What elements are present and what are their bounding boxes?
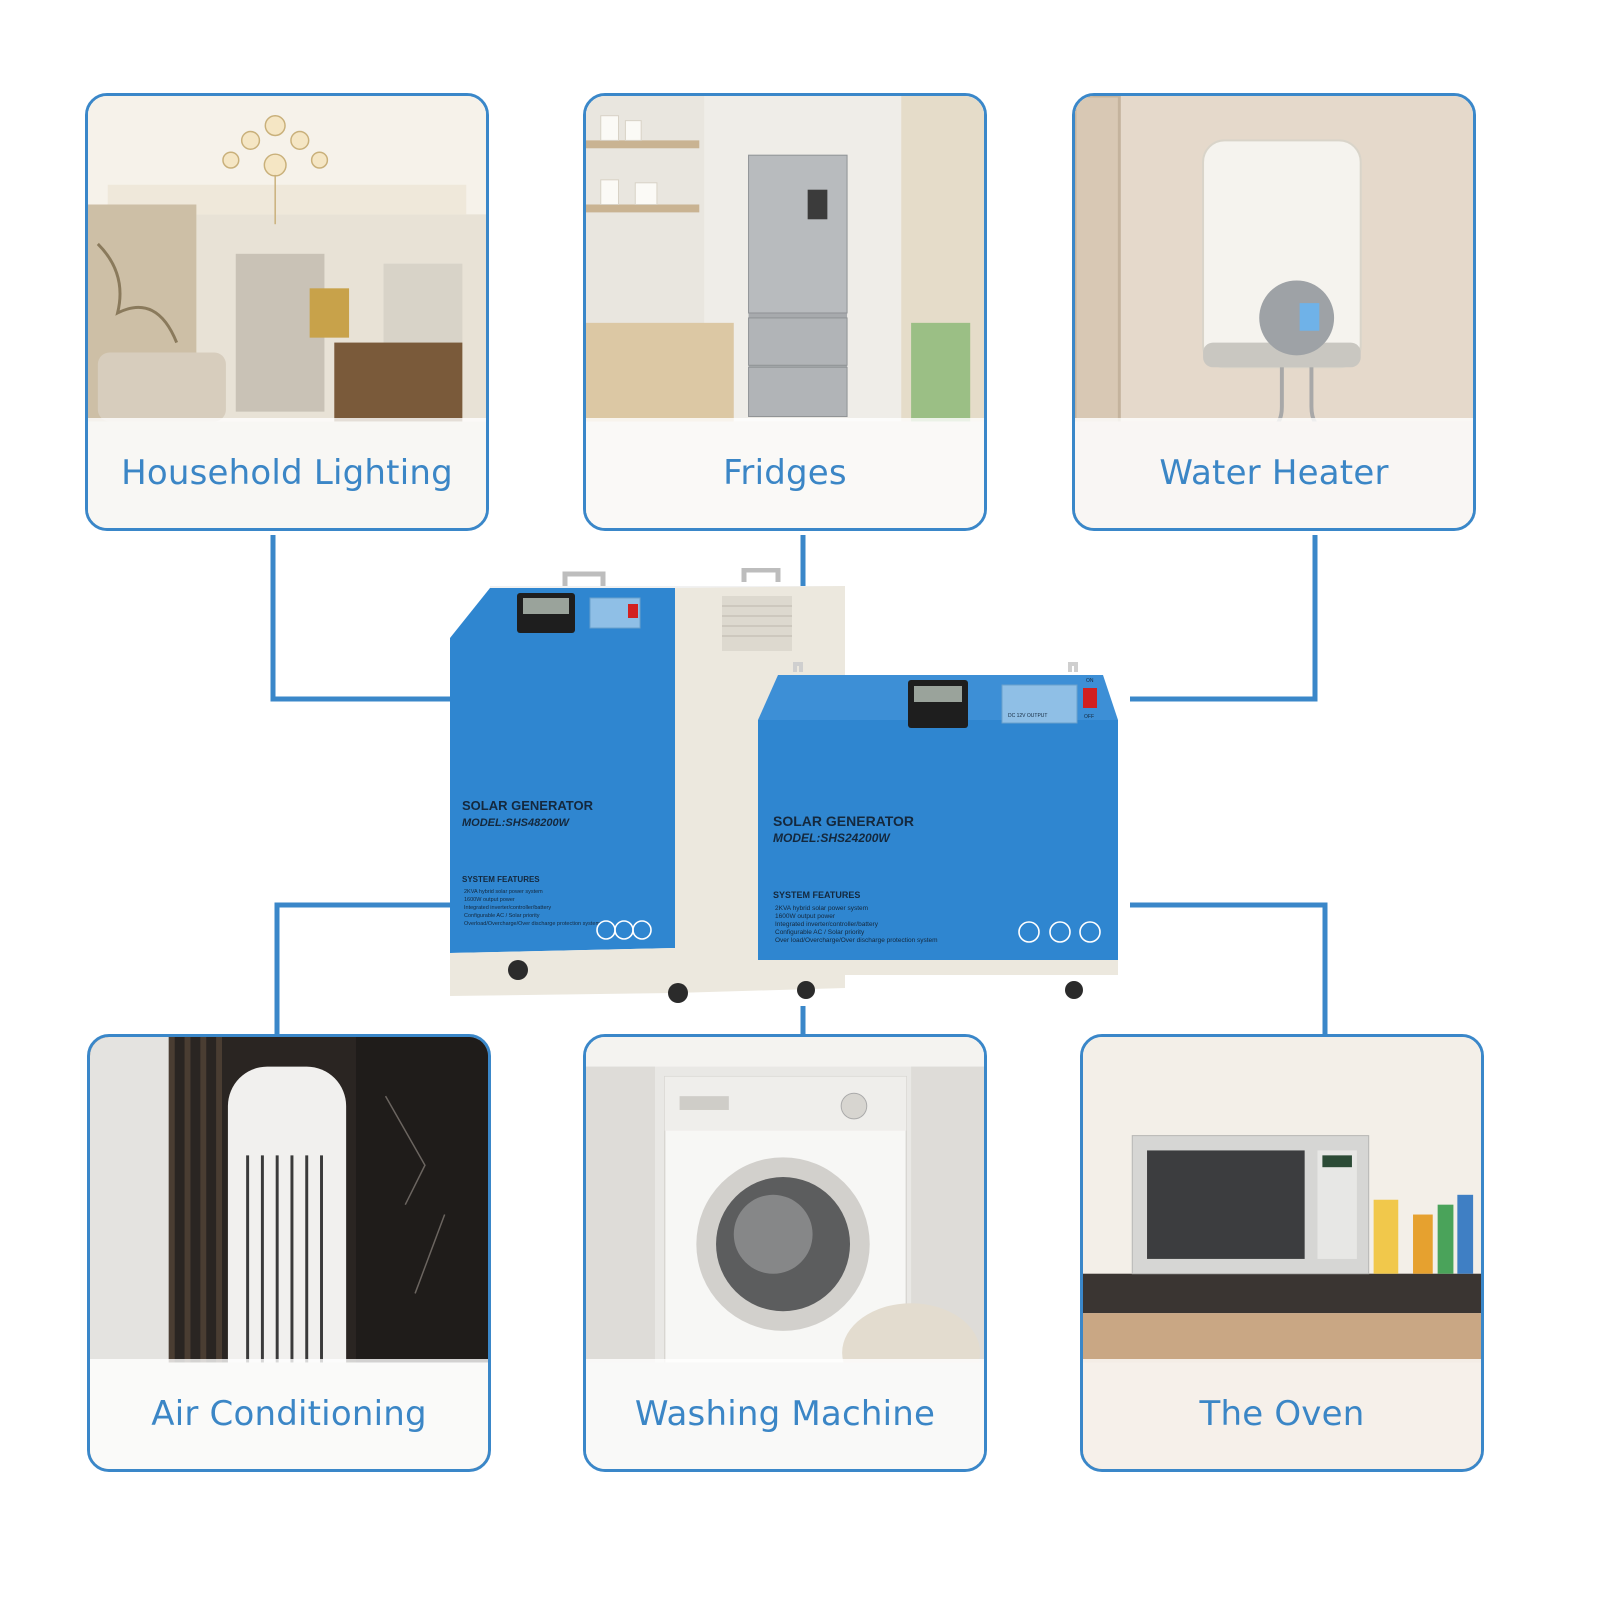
generator-model: MODEL:SHS48200W (462, 817, 571, 829)
feature-item: Configurable AC / Solar priority (464, 913, 540, 919)
card-label: Washing Machine (634, 1394, 936, 1434)
card-caption: Washing Machine (586, 1359, 984, 1469)
generator-front-panel (758, 720, 1118, 970)
card-caption: Household Lighting (88, 418, 486, 528)
card-label: Household Lighting (121, 453, 453, 493)
features-title: SYSTEM FEATURES (462, 875, 540, 884)
card-caption: Fridges (586, 418, 984, 528)
feature-item: Configurable AC / Solar priority (775, 929, 865, 936)
dc-output-panel (1001, 684, 1078, 724)
card-caption: Air Conditioning (90, 1359, 488, 1469)
card-air-conditioning[interactable]: Air Conditioning (87, 1034, 491, 1472)
feature-item: 1600W output power (464, 897, 515, 903)
generator-front-panel (450, 588, 675, 953)
feature-item: 1600W output power (775, 913, 836, 920)
card-label: The Oven (1199, 1394, 1365, 1434)
wheel-icon (668, 983, 688, 1003)
features-title: SYSTEM FEATURES (773, 890, 860, 900)
card-label: Water Heater (1159, 453, 1389, 493)
power-switch (1083, 688, 1097, 708)
wheel-icon (1065, 981, 1083, 999)
card-washing-machine[interactable]: Washing Machine (583, 1034, 987, 1472)
home-icon (1018, 921, 1040, 943)
card-the-oven[interactable]: The Oven (1080, 1034, 1484, 1472)
generator-model: MODEL:SHS24200W (773, 831, 891, 845)
feature-item: Over load/Overcharge/Over discharge prot… (775, 937, 938, 944)
wheel-icon (508, 960, 528, 980)
card-water-heater[interactable]: Water Heater (1072, 93, 1476, 531)
solar-generator-small: DC 12V OUTPUT ON OFF SOLAR GENERATOR MOD… (758, 662, 1118, 999)
wheel-icon (797, 981, 815, 999)
card-fridges[interactable]: Fridges (583, 93, 987, 531)
generator-title: SOLAR GENERATOR (462, 798, 594, 813)
card-label: Fridges (723, 453, 847, 493)
living-room-image (88, 96, 486, 528)
card-caption: Water Heater (1075, 418, 1473, 528)
feature-item: 2KVA hybrid solar power system (775, 905, 868, 912)
feature-item: Integrated inverter/controller/battery (464, 905, 551, 911)
card-label: Air Conditioning (151, 1394, 427, 1434)
switch-on-label: ON (1086, 678, 1094, 684)
switch-off-label: OFF (1084, 714, 1094, 720)
card-caption: The Oven (1083, 1359, 1481, 1469)
power-switch (628, 604, 638, 618)
feature-item: Overload/Overcharge/Over discharge prote… (464, 921, 600, 927)
battery-icon (632, 920, 652, 940)
dc-output-label: DC 12V OUTPUT (1008, 713, 1047, 719)
card-household-lighting[interactable]: Household Lighting (85, 93, 489, 531)
feature-item: Integrated inverter/controller/battery (775, 921, 879, 928)
generator-title: SOLAR GENERATOR (773, 813, 914, 829)
battery-icon (1079, 921, 1101, 943)
feature-item: 2KVA hybrid solar power system (464, 889, 543, 895)
solar-panel-icon (1049, 921, 1071, 943)
